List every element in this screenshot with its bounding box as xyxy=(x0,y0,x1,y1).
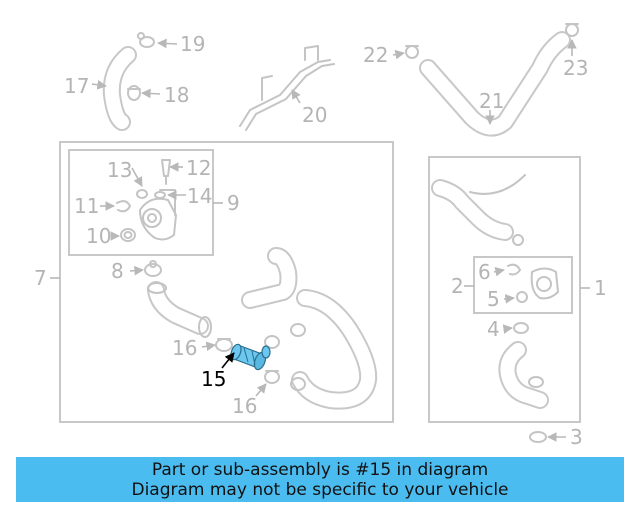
clamp-23 xyxy=(565,23,579,37)
label-23: 23 xyxy=(563,56,588,80)
assembly-box-1 xyxy=(428,156,581,423)
clamp-16-upper xyxy=(215,338,233,352)
pipe-right xyxy=(431,174,526,241)
subassembly-box-2 xyxy=(473,256,573,314)
banner-line-2: Diagram may not be specific to your vehi… xyxy=(131,479,509,500)
clamp-right-1 xyxy=(264,335,280,349)
label-13: 13 xyxy=(107,158,132,182)
clamp-right-3 xyxy=(290,377,306,391)
label-20: 20 xyxy=(302,103,327,127)
label-18: 18 xyxy=(164,83,189,107)
clamp-3 xyxy=(529,431,547,443)
label-9: 9 xyxy=(227,191,240,215)
label-3: 3 xyxy=(570,425,583,449)
label-11: 11 xyxy=(74,194,99,218)
leader-15 xyxy=(221,352,235,369)
clamp-22 xyxy=(405,45,419,59)
oring-5 xyxy=(516,291,528,303)
label-7: 7 xyxy=(34,266,47,290)
thermostat-housing xyxy=(139,189,177,241)
hose-17 xyxy=(102,46,137,131)
assembly-box-7 xyxy=(59,141,394,423)
clip-6 xyxy=(507,263,521,276)
banner-line-1: Part or sub-assembly is #15 in diagram xyxy=(151,459,489,480)
hose-big xyxy=(291,289,378,410)
label-19: 19 xyxy=(180,32,205,56)
clip-11 xyxy=(116,200,131,213)
label-16-upper: 16 xyxy=(172,336,197,360)
clip-13 xyxy=(136,189,148,199)
label-4: 4 xyxy=(487,317,500,341)
callout-labels: 17 19 18 20 22 21 23 7 9 13 12 14 11 10 … xyxy=(34,32,607,449)
hose-right-lower xyxy=(498,341,549,409)
label-22: 22 xyxy=(363,43,388,67)
clamp-8 xyxy=(144,260,162,277)
label-21: 21 xyxy=(479,89,504,113)
gasket-14 xyxy=(154,191,166,199)
label-2: 2 xyxy=(451,274,464,298)
hose-21 xyxy=(419,31,571,137)
pipe-center xyxy=(241,247,298,309)
housing-right xyxy=(530,267,559,300)
oring-10 xyxy=(120,228,136,242)
clamp-16-lower xyxy=(264,370,280,384)
label-15: 15 xyxy=(201,367,226,391)
info-banner: Part or sub-assembly is #15 in diagram D… xyxy=(16,457,624,502)
leader-lines xyxy=(50,38,590,442)
sensor-12 xyxy=(161,159,171,185)
clamp-19 xyxy=(137,32,155,48)
label-14: 14 xyxy=(187,184,212,208)
label-10: 10 xyxy=(86,224,111,248)
label-6: 6 xyxy=(478,260,491,284)
part-15-highlighted xyxy=(230,343,271,371)
clamp-18 xyxy=(127,85,141,101)
label-12: 12 xyxy=(186,156,211,180)
clamp-right-2 xyxy=(290,323,306,337)
clamp-4 xyxy=(513,322,529,334)
label-8: 8 xyxy=(111,259,124,283)
label-16-lower: 16 xyxy=(232,394,257,418)
hose-left xyxy=(147,281,212,338)
cap-right xyxy=(512,234,524,246)
label-1: 1 xyxy=(594,276,607,300)
bracket-20 xyxy=(239,45,335,131)
label-5: 5 xyxy=(487,287,500,311)
label-17: 17 xyxy=(64,74,89,98)
